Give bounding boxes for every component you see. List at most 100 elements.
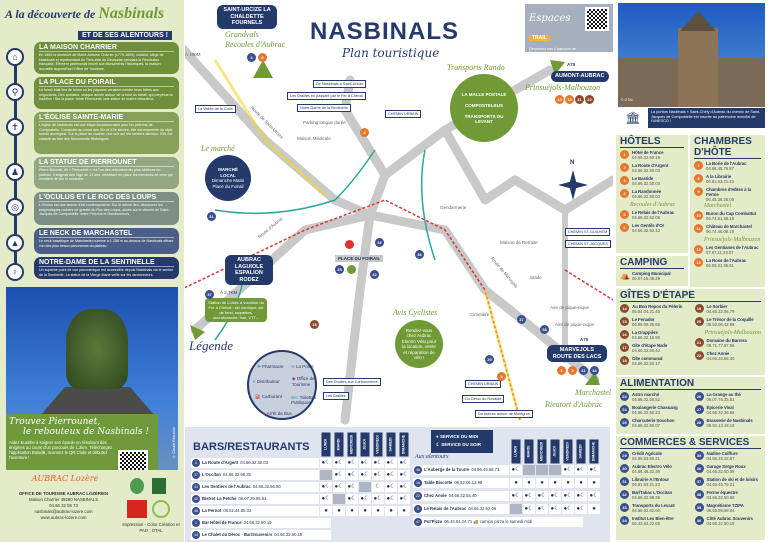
- town-map[interactable]: NASBINALS Plan touristique N À 400M SAIN…: [185, 0, 613, 425]
- destination-aubrac-rodez[interactable]: AUBRAC LAGUIOLE ESPALION RODEZ: [225, 255, 273, 285]
- destination-saint-urcize[interactable]: SAINT-URCIZE LA CHALDETTE FOURNELS: [217, 5, 277, 29]
- map-marker[interactable]: 22: [585, 95, 594, 104]
- trail-label[interactable]: CHEMIN URBAIN: [385, 110, 422, 118]
- trail-label[interactable]: Du Deroc du Rosaldé: [462, 395, 505, 403]
- office-email-link[interactable]: nasbinals@aubrac-lozere.com: [34, 509, 93, 514]
- trail-label[interactable]: Du Aubrac autour de Montgros: [475, 410, 533, 418]
- map-marker[interactable]: 12: [555, 95, 564, 104]
- site-card[interactable]: L'ÉGLISE SAINTE-MARIE L'église de Nasbin…: [34, 112, 179, 154]
- espaces-trail-box[interactable]: Espaces TRAIL Découvrez nos 4 parcours d…: [525, 4, 613, 60]
- place-foirail[interactable]: PLACE DU FOIRAIL: [335, 255, 384, 262]
- trail-qr-code[interactable]: [585, 7, 609, 31]
- map-marker[interactable]: 37: [205, 290, 214, 299]
- destination-aumont-aubrac[interactable]: AUMONT-AUBRAC: [551, 71, 609, 82]
- map-marker[interactable]: 21: [575, 95, 584, 104]
- map-marker[interactable]: 35: [335, 265, 344, 274]
- trail-label[interactable]: De Nasbinals à Saint-Urcize: [313, 80, 367, 88]
- map-marker[interactable]: [345, 240, 354, 249]
- map-marker[interactable]: 42: [370, 270, 379, 279]
- map-marker[interactable]: 44: [590, 366, 599, 375]
- map-marker[interactable]: 13: [565, 95, 574, 104]
- map-marker[interactable]: [347, 265, 356, 274]
- map-marker[interactable]: 3: [568, 366, 577, 375]
- map-marker[interactable]: 37: [517, 315, 526, 324]
- map-marker[interactable]: 38: [540, 325, 549, 334]
- trail-label[interactable]: CHEMIN ST-GUILHEM: [565, 228, 611, 236]
- site-card[interactable]: L'OCULUS ET LE ROC DES LOUPS L'Oculus es…: [34, 192, 179, 225]
- map-marker[interactable]: 4: [360, 128, 369, 137]
- trail-label[interactable]: Notre-Dame de la Sentinelle: [297, 104, 351, 112]
- site-card[interactable]: LA PLACE DU FOIRAIL Le foirail était lie…: [34, 77, 179, 109]
- office-web-link[interactable]: www.aubrac-lozere.com: [40, 515, 87, 520]
- map-marker[interactable]: 5: [497, 372, 506, 381]
- site-card[interactable]: LE NECK DE MARCHASTEL Le neck basaltique…: [34, 228, 179, 254]
- trail-label[interactable]: Les Drailles en passant par le Fer à Che…: [287, 92, 366, 100]
- trail-label[interactable]: La Vallée de la Croix: [195, 105, 236, 113]
- site-card[interactable]: LA MAISON CHARRIER En 1859 la demeure de…: [34, 42, 179, 74]
- trail-label[interactable]: Des Drailles aux Carbonnières: [323, 378, 381, 386]
- destination-marvejols[interactable]: MARVEJOLS ROUTE DES LACS: [547, 345, 607, 362]
- map-marker[interactable]: 4: [247, 53, 256, 62]
- map-marker[interactable]: 32: [375, 238, 384, 247]
- map-marker[interactable]: 41: [579, 366, 588, 375]
- map-marker[interactable]: 15: [310, 320, 319, 329]
- map-marker[interactable]: 1: [557, 366, 566, 375]
- qr-code[interactable]: [118, 450, 148, 470]
- map-marker[interactable]: 36: [415, 250, 424, 259]
- site-card[interactable]: NOTRE-DAME DE LA SENTINELLE Un superbe p…: [34, 257, 179, 279]
- map-marker[interactable]: 21: [207, 212, 216, 221]
- trail-label[interactable]: CHEMIN ST-JACQUES: [565, 240, 611, 248]
- site-card[interactable]: LA STATUE DE PIERROUNET Pierre Brioude, …: [34, 157, 179, 189]
- trail-label[interactable]: Les Drailles: [323, 392, 349, 400]
- map-marker[interactable]: 29: [485, 355, 494, 364]
